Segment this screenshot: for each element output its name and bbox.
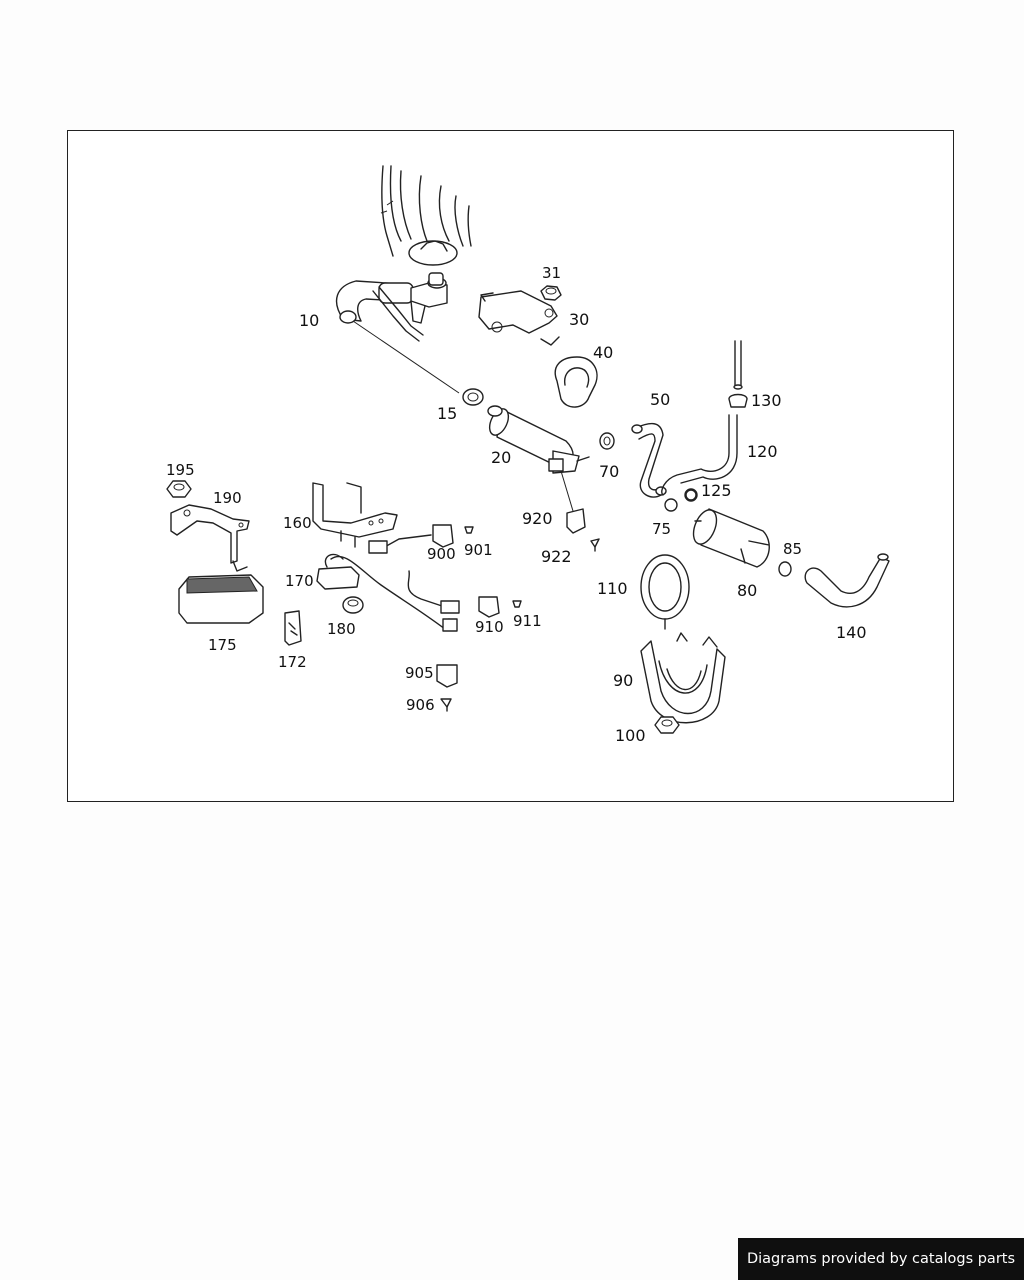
label-85: 85 [783,540,802,558]
tank-outline [380,165,472,266]
label-130: 130 [751,391,782,410]
label-125: 125 [701,481,732,500]
label-911: 911 [513,612,542,630]
part-901-pin [464,526,474,534]
part-15-clamp [462,388,484,406]
part-180-grommet [342,596,364,614]
part-195-nut [166,480,192,498]
part-911-pin [512,600,522,608]
label-190: 190 [213,489,242,507]
part-100-nut [654,716,680,734]
parts-diagram: 10 15 20 30 31 40 50 70 75 80 85 90 100 … [166,165,890,745]
label-922: 922 [541,547,572,566]
part-120-line [661,340,743,496]
label-920: 920 [522,509,553,528]
part-50-hose [631,422,667,498]
label-170: 170 [285,572,314,590]
part-110-ring [640,554,690,630]
part-172-relay [284,610,302,646]
label-40: 40 [593,343,613,362]
diagram-frame: 10 15 20 30 31 40 50 70 75 80 85 90 100 … [67,130,954,802]
label-900: 900 [427,545,456,563]
part-85-clamp [778,561,792,577]
part-905-connector [436,618,458,688]
label-100: 100 [615,726,646,745]
label-910: 910 [475,618,504,636]
label-140: 140 [836,623,867,642]
label-905: 905 [405,664,434,682]
part-190-bracket [170,504,250,572]
label-175: 175 [208,636,237,654]
label-906: 906 [406,696,435,714]
part-90-holder [640,632,726,724]
part-922-pin [590,538,600,552]
label-110: 110 [597,579,628,598]
label-75: 75 [652,520,671,538]
credit-text: Diagrams provided by catalogs parts [746,1251,1016,1267]
label-160: 160 [283,514,312,532]
part-170-module [316,553,446,630]
part-900-connector [368,524,454,554]
label-90: 90 [613,671,633,690]
part-160-bracket [312,482,398,548]
label-195: 195 [166,461,195,479]
part-125-clamp [685,489,697,501]
label-15: 15 [437,404,457,423]
label-31: 31 [542,264,561,282]
part-140-hose [804,553,890,608]
part-labels: 10 15 20 30 31 40 50 70 75 80 85 90 100 … [166,264,867,745]
label-30: 30 [569,310,589,329]
label-50: 50 [650,390,670,409]
label-80: 80 [737,581,757,600]
label-70: 70 [599,462,619,481]
label-172: 172 [278,653,307,671]
part-70-seal [599,432,615,450]
part-920-connector [560,470,586,534]
part-30-bracket [478,290,560,346]
part-31-nut [540,285,562,301]
label-20: 20 [491,448,511,467]
part-20-fuel-pump [487,405,590,474]
label-180: 180 [327,620,356,638]
part-10-hose [335,272,460,394]
part-80-fuel-filter [692,508,770,568]
credit-badge: Diagrams provided by catalogs parts [738,1238,1024,1280]
part-175-control-unit [178,574,264,624]
part-130-clamp [728,393,748,408]
label-120: 120 [747,442,778,461]
label-10: 10 [299,311,319,330]
part-910-connector [407,570,500,618]
part-40-clamp [554,356,598,408]
part-906-pin [440,698,452,712]
label-901: 901 [464,541,493,559]
